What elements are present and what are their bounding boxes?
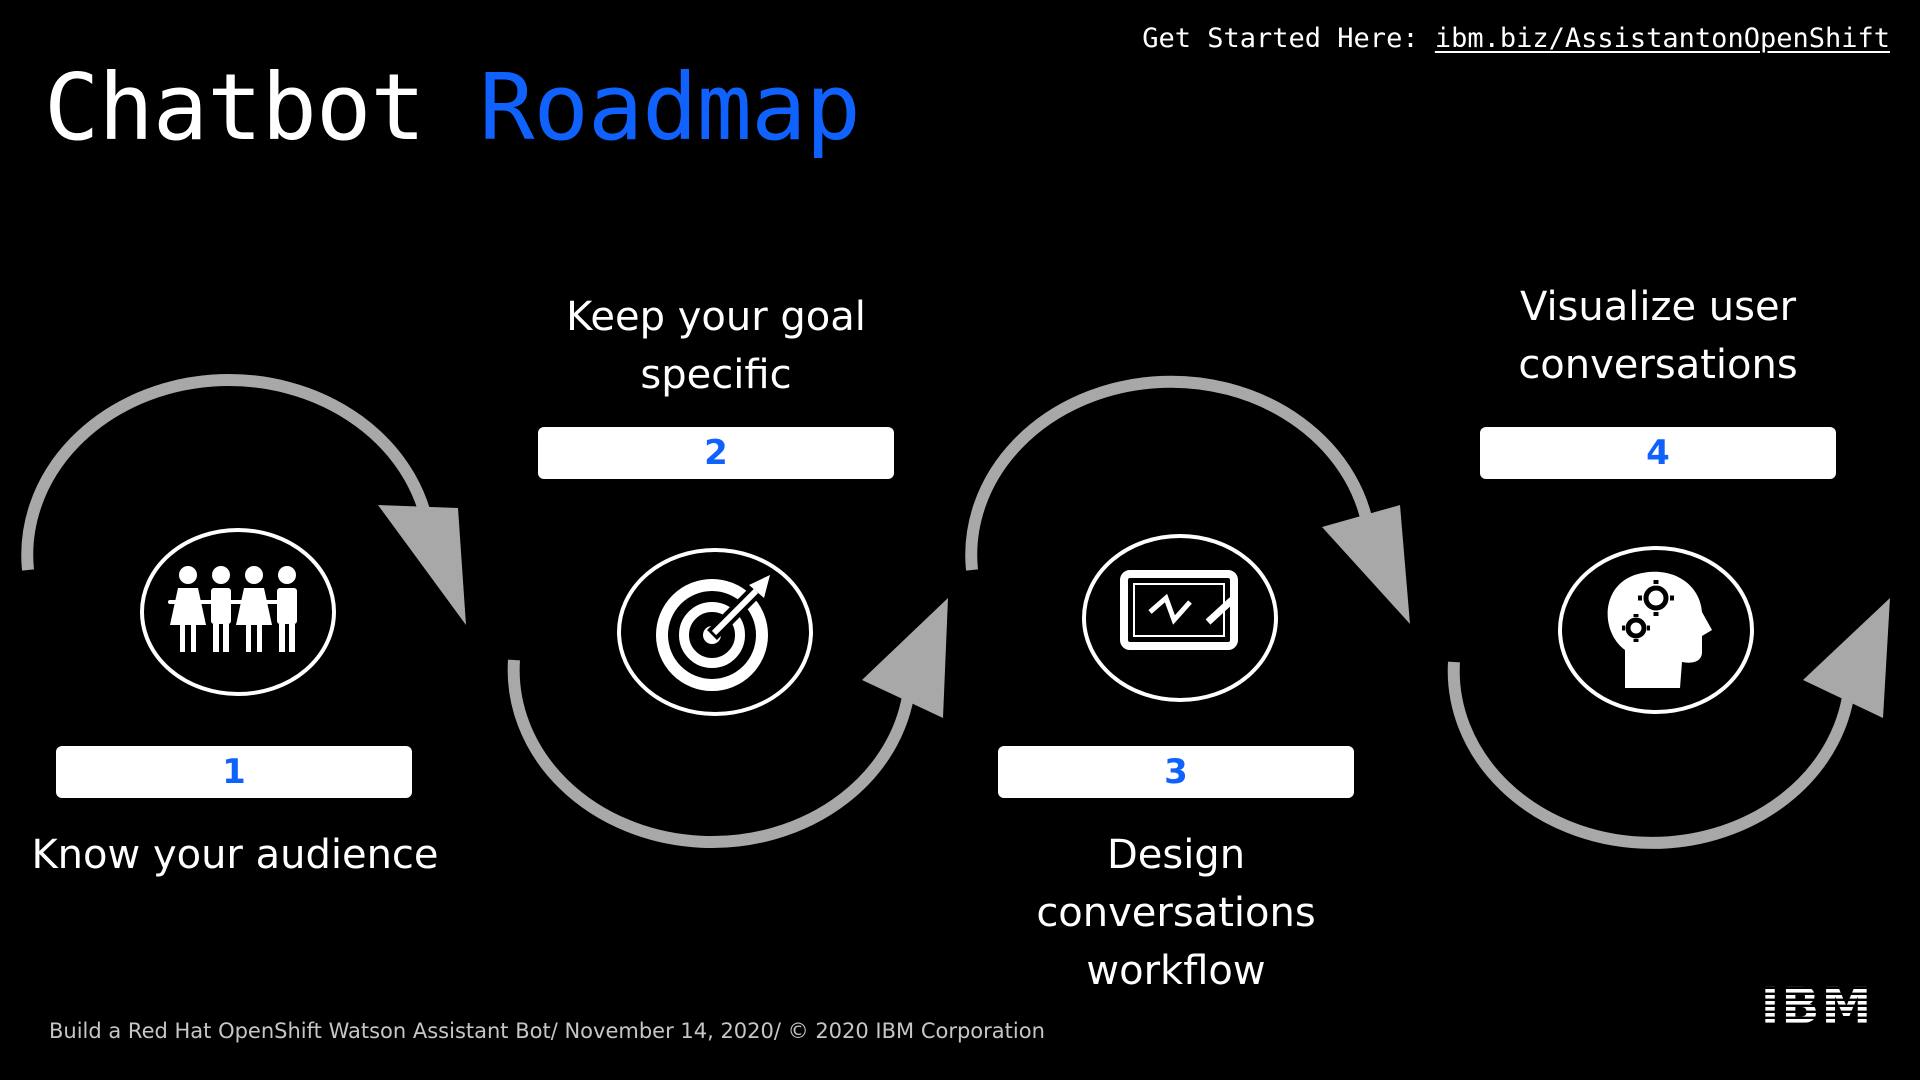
step-4-icon-circle	[1558, 546, 1754, 714]
people-icon	[168, 566, 297, 652]
ibm-logo-text: IBM	[1762, 983, 1872, 1029]
step-2-number-box: 2	[538, 427, 894, 479]
target-icon	[656, 575, 770, 691]
step-2-icon-circle	[617, 548, 813, 716]
footer-text: Build a Red Hat OpenShift Watson Assista…	[49, 1019, 1045, 1043]
step-1-icon-circle	[140, 528, 336, 696]
title-accent: Roadmap	[479, 54, 861, 161]
ibm-logo: IBM	[1762, 983, 1872, 1029]
arc-arrow-4	[1447, 598, 1890, 849]
get-started-prefix: Get Started Here:	[1142, 23, 1435, 54]
get-started-url[interactable]: ibm.biz/AssistantonOpenShift	[1434, 23, 1890, 54]
step-4-number-box: 4	[1480, 427, 1836, 479]
step-2-label: Keep your goal specific	[566, 294, 866, 398]
step-3-number-box: 3	[998, 746, 1354, 798]
get-started-link: Get Started Here: ibm.biz/AssistantonOpe…	[1142, 20, 1890, 58]
step-1-label: Know your audience	[31, 832, 439, 878]
arc-arrow-1	[21, 374, 466, 625]
head-gears-icon	[1607, 571, 1712, 688]
step-4-label: Visualize user conversations	[1518, 284, 1798, 388]
arc-arrow-3	[965, 375, 1410, 624]
whiteboard-icon	[1120, 570, 1238, 650]
arc-arrow-2	[507, 598, 948, 849]
step-1-number-box: 1	[56, 746, 412, 798]
step-3-icon-circle	[1082, 534, 1278, 702]
page-title: Chatbot Roadmap	[44, 48, 861, 168]
step-3-label: Design conversations workflow	[1036, 832, 1316, 994]
title-main: Chatbot	[44, 54, 426, 161]
